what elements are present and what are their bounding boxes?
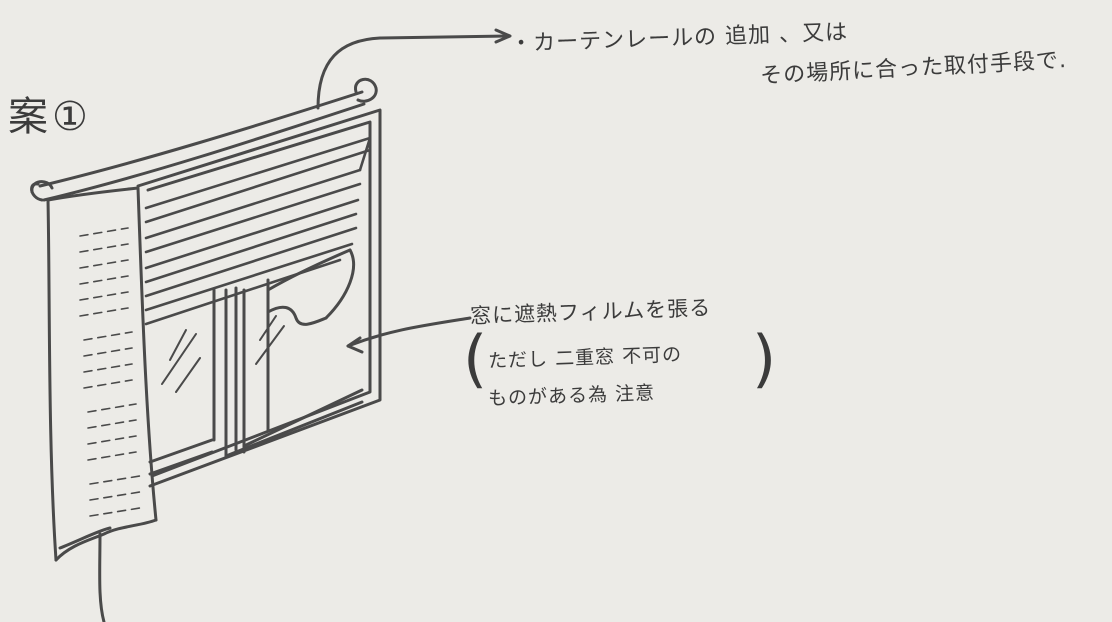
rail-leader-line xyxy=(316,34,510,110)
open-parenthesis: ( xyxy=(463,322,488,395)
window-sash xyxy=(148,278,364,476)
plan-title: 案① xyxy=(8,94,92,140)
glass-reflections xyxy=(161,315,285,393)
rail-leader-arrowhead xyxy=(494,28,512,44)
peeling-film xyxy=(266,248,355,326)
film-leader-arrowhead xyxy=(346,336,364,354)
film-leader-line xyxy=(346,316,472,348)
curtain xyxy=(46,186,158,622)
window-frame xyxy=(136,108,382,488)
curtain-pattern xyxy=(79,227,141,517)
blind-slats xyxy=(144,136,372,326)
close-parenthesis: ) xyxy=(752,322,777,395)
